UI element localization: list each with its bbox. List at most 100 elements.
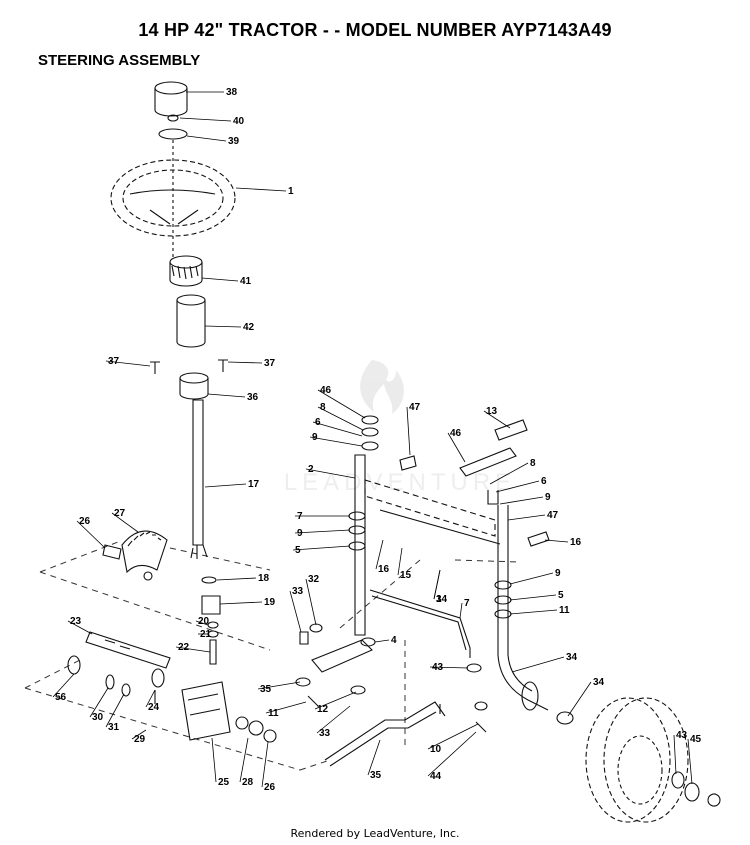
callout-27: 27 [114,508,126,519]
callout-leader-16 [544,539,569,543]
callout-leader-9 [499,496,544,505]
callout-leader-27 [111,512,139,533]
callout-leader-44 [427,731,477,777]
callout-leader-16 [375,539,384,570]
callout-14: 14 [436,594,448,605]
callout-leader-6 [312,421,363,437]
callout-leader-3 [433,569,441,600]
callout-leader-18 [216,577,257,581]
callout-5: 5 [558,590,564,601]
callout-16: 16 [378,564,390,575]
callout-10: 10 [430,744,442,755]
callout-25: 25 [218,777,230,788]
drag-link-and-tie-rod [324,589,488,767]
callout-9: 9 [555,568,561,579]
callout-17: 17 [248,479,260,490]
callout-36: 36 [247,392,259,403]
callout-leader-22 [175,646,211,653]
callout-46: 46 [450,428,462,439]
callout-43: 43 [432,662,444,673]
callout-leader-35 [367,739,381,776]
callout-26: 26 [264,782,276,793]
callout-9: 9 [297,528,303,539]
callout-leader-9 [294,529,351,534]
callout-37: 37 [108,356,120,367]
callout-leader-13 [483,410,511,429]
callout-34: 34 [566,652,578,663]
callout-leader-31 [105,693,125,728]
callout-leader-8 [317,406,364,431]
callout-leader-19 [219,601,263,605]
callout-leader-34 [567,681,592,717]
callout-leader-11 [509,609,558,615]
callout-7: 7 [464,598,470,609]
callout-38: 38 [226,87,238,98]
callout-leader-35 [257,681,301,690]
callout-31: 31 [108,722,120,733]
callout-leader-20 [195,620,209,626]
watermark-text: LEADVENTURE [284,469,516,496]
callout-46: 46 [320,385,332,396]
callout-22: 22 [178,642,190,653]
callout-26: 26 [79,516,91,527]
callout-leader-4 [374,639,390,643]
callout-9: 9 [545,492,551,503]
callout-42: 42 [243,322,255,333]
lower-steering-parts [67,576,277,743]
callout-leader-15 [397,547,403,576]
callout-33: 33 [292,586,304,597]
callout-leader-33 [289,590,302,633]
callout-leader-25 [211,737,217,783]
callout-21: 21 [200,629,212,640]
callout-11: 11 [268,708,279,719]
callout-leader-26 [261,741,269,788]
callout-24: 24 [148,702,160,713]
callout-23: 23 [70,616,82,627]
callout-leader-23 [67,620,93,635]
page-title: 14 HP 42" TRACTOR - - MODEL NUMBER AYP71… [138,20,612,40]
front-wheel [585,697,721,823]
callout-leader-47 [406,406,411,456]
callout-leader-11 [265,701,307,714]
callout-47: 47 [409,402,421,413]
sector-gear [102,530,168,581]
callout-leader-8 [489,462,529,485]
callout-8: 8 [320,402,326,413]
callout-leader-7 [459,602,463,619]
callout-30: 30 [92,712,104,723]
callout-16: 16 [570,537,582,548]
callout-34: 34 [593,677,605,688]
callout-leader-10 [427,723,479,750]
steering-wheel-group [110,81,236,559]
footer-credit: Rendered by LeadVenture, Inc. [290,827,460,840]
watermark: LEADVENTURE [284,360,516,496]
callout-leader-37 [105,360,151,367]
callout-29: 29 [134,734,146,745]
callout-4: 4 [391,635,397,646]
callout-leader-28 [239,737,249,783]
callout-33: 33 [319,728,331,739]
callout-20: 20 [198,616,210,627]
callout-leader-33 [316,705,351,734]
callout-1: 1 [288,186,294,197]
callout-44: 44 [430,771,442,782]
callout-leader-34 [511,656,565,673]
callout-leader-46 [317,389,366,419]
callout-leader-24 [145,689,156,708]
callout-7: 7 [297,511,303,522]
callout-45: 45 [690,734,702,745]
callout-43: 43 [676,730,688,741]
callout-28: 28 [242,777,254,788]
leader-lines [52,91,693,788]
callout-leader-32 [305,578,317,626]
callout-12: 12 [317,704,329,715]
section-title: STEERING ASSEMBLY [38,52,201,69]
callout-leader-17 [204,483,247,488]
callout-leader-12 [314,691,357,710]
callout-leader-29 [131,729,147,740]
callout-35: 35 [260,684,272,695]
callout-leader-2 [305,468,356,479]
callout-8: 8 [530,458,536,469]
